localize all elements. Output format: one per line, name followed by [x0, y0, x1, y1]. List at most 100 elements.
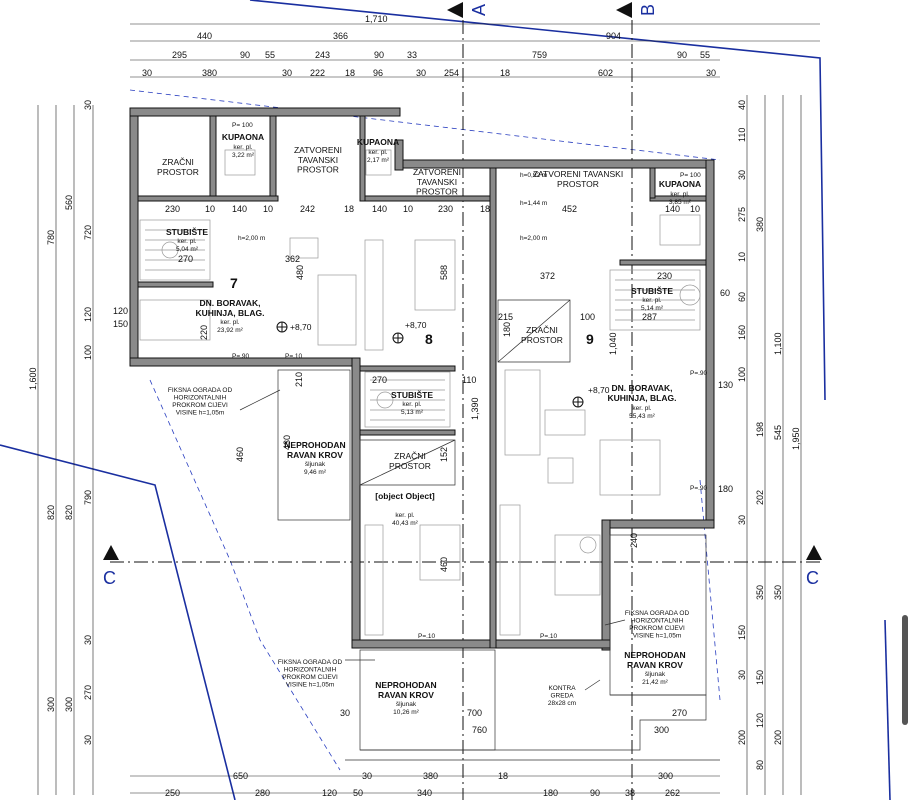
text-line: PROSTOR	[416, 187, 458, 197]
dim-bottom-inner: 300	[654, 725, 669, 735]
roof-2-m2: 10,26 m²	[393, 709, 419, 716]
d: 120	[113, 306, 128, 316]
text-line: TAVANSKI	[298, 155, 338, 165]
dim-top4: 254	[444, 68, 459, 78]
dim-left: 720	[83, 225, 93, 240]
dim-bottom: 262	[665, 788, 680, 798]
dim-top4: 30	[416, 68, 426, 78]
dim-top2-0: 440	[197, 31, 212, 41]
text-line: PROSTOR	[157, 167, 199, 177]
room-stubiste-3-area: ker. pl.	[402, 401, 421, 408]
roof-2-sub: šljunak	[396, 701, 417, 708]
room-kupaona-3: KUPAONA	[659, 179, 701, 189]
unit-9-level: +8,70	[588, 385, 610, 395]
dim-top3: 55	[700, 50, 710, 60]
dim-bottom: 250	[165, 788, 180, 798]
unit-9-number: 9	[586, 331, 594, 347]
text-line: ZATVORENI	[413, 167, 461, 177]
unit-9-name: DN. BORAVAK,KUHINJA, BLAG.	[608, 383, 677, 403]
unit-8-level: +8,70	[405, 320, 427, 330]
d: 230	[165, 204, 180, 214]
text-line: RAVAN KROV	[287, 450, 343, 460]
d: 220	[199, 325, 209, 340]
text-line: HORIZONTALNIH	[631, 617, 684, 624]
room-stubiste-2-m2: 5,14 m²	[641, 305, 664, 312]
interior-dimensions: P= 100 P= 100 P=.90 P=.10 P=.10 P=.10 P=…	[113, 122, 733, 640]
dim-top4: 18	[345, 68, 355, 78]
dim-right: 110	[737, 128, 747, 142]
site-boundary-left	[0, 444, 236, 800]
room-stubiste-2-area: ker. pl.	[642, 297, 661, 304]
section-c-right-marker	[806, 545, 822, 560]
building-walls	[129, 107, 715, 651]
d: 10	[403, 204, 413, 214]
stairs-graphic	[139, 219, 701, 428]
text-line: DN. BORAVAK,	[199, 298, 260, 308]
dim-bottom: 380	[423, 771, 438, 781]
text-line: PROSTOR	[521, 335, 563, 345]
dim-bottom: 38	[625, 788, 635, 798]
dim-top3: 33	[407, 50, 417, 60]
note-height-4: h=2,00 m	[520, 235, 547, 242]
level-markers	[276, 321, 584, 408]
dim-left: 560	[64, 195, 74, 210]
unit-7-number: 7	[230, 275, 238, 291]
room-boravak-8-area: ker. pl.	[395, 512, 414, 519]
text-line: TAVANSKI	[417, 177, 457, 187]
d: 480	[295, 265, 305, 280]
dim-bottom: 18	[498, 771, 508, 781]
d: 110	[462, 375, 476, 385]
site-boundary-right	[884, 619, 891, 800]
dim-right: 30	[737, 170, 747, 180]
section-c-right-label: C	[806, 568, 819, 588]
bottom-dimensions: 650 250 280 120 50 30 340 380 18 180 90 …	[165, 708, 687, 798]
text-line: KUHINJA, BLAG.	[608, 393, 677, 403]
vertical-scrollbar-thumb[interactable]	[902, 615, 908, 725]
dim-top2-2: 904	[606, 31, 621, 41]
room-stubiste-3: STUBIŠTE	[391, 389, 433, 400]
dim-top3: 90	[240, 50, 250, 60]
room-stubiste-1: STUBIŠTE	[166, 226, 208, 237]
dim-top3: 295	[172, 50, 187, 60]
dim-left: 30	[83, 100, 93, 110]
room-kupaona-2-m2: 2,17 m²	[367, 157, 390, 164]
dim-right: 150	[755, 670, 765, 685]
text-line: ZRAČNI	[162, 157, 194, 167]
d: 270	[372, 375, 387, 385]
d: 215	[498, 312, 513, 322]
room-boravak-8: [object Object]	[375, 491, 435, 501]
room-stubiste-1-m2: 5,04 m²	[176, 246, 199, 253]
dim-right: 275	[737, 207, 747, 222]
dim-left: 300	[64, 697, 74, 712]
roof-1-sub: šljunak	[305, 461, 326, 468]
dim-left: 300	[46, 697, 56, 712]
p5: P=.10	[418, 633, 436, 640]
d: 140	[665, 204, 680, 214]
text-line: ZATVORENI	[294, 145, 342, 155]
d: 10	[263, 204, 273, 214]
text-line: PROKROM CIJEVI	[172, 402, 228, 409]
text-line: HORIZONTALNIH	[174, 394, 227, 401]
d: 1,390	[470, 397, 480, 420]
d: 140	[232, 204, 247, 214]
roof-3-m2: 21,42 m²	[642, 679, 668, 686]
dim-top4: 30	[706, 68, 716, 78]
text-line: RAVAN KROV	[378, 690, 434, 700]
d: 430	[282, 435, 292, 450]
dim-bottom-inner: 30	[340, 708, 350, 718]
text-line: DN. BORAVAK,	[611, 383, 672, 393]
note-height-3: h=1,44 m	[520, 200, 547, 207]
room-kupaona-1-area: ker. pl.	[233, 144, 252, 151]
d: 230	[438, 204, 453, 214]
d: 18	[344, 204, 354, 214]
d: 362	[285, 254, 300, 264]
room-kupaona-2-area: ker. pl.	[368, 149, 387, 156]
dim-right: 198	[755, 422, 765, 437]
text-line: FIKSNA OGRADA OD	[625, 610, 690, 617]
d: 230	[657, 271, 672, 281]
